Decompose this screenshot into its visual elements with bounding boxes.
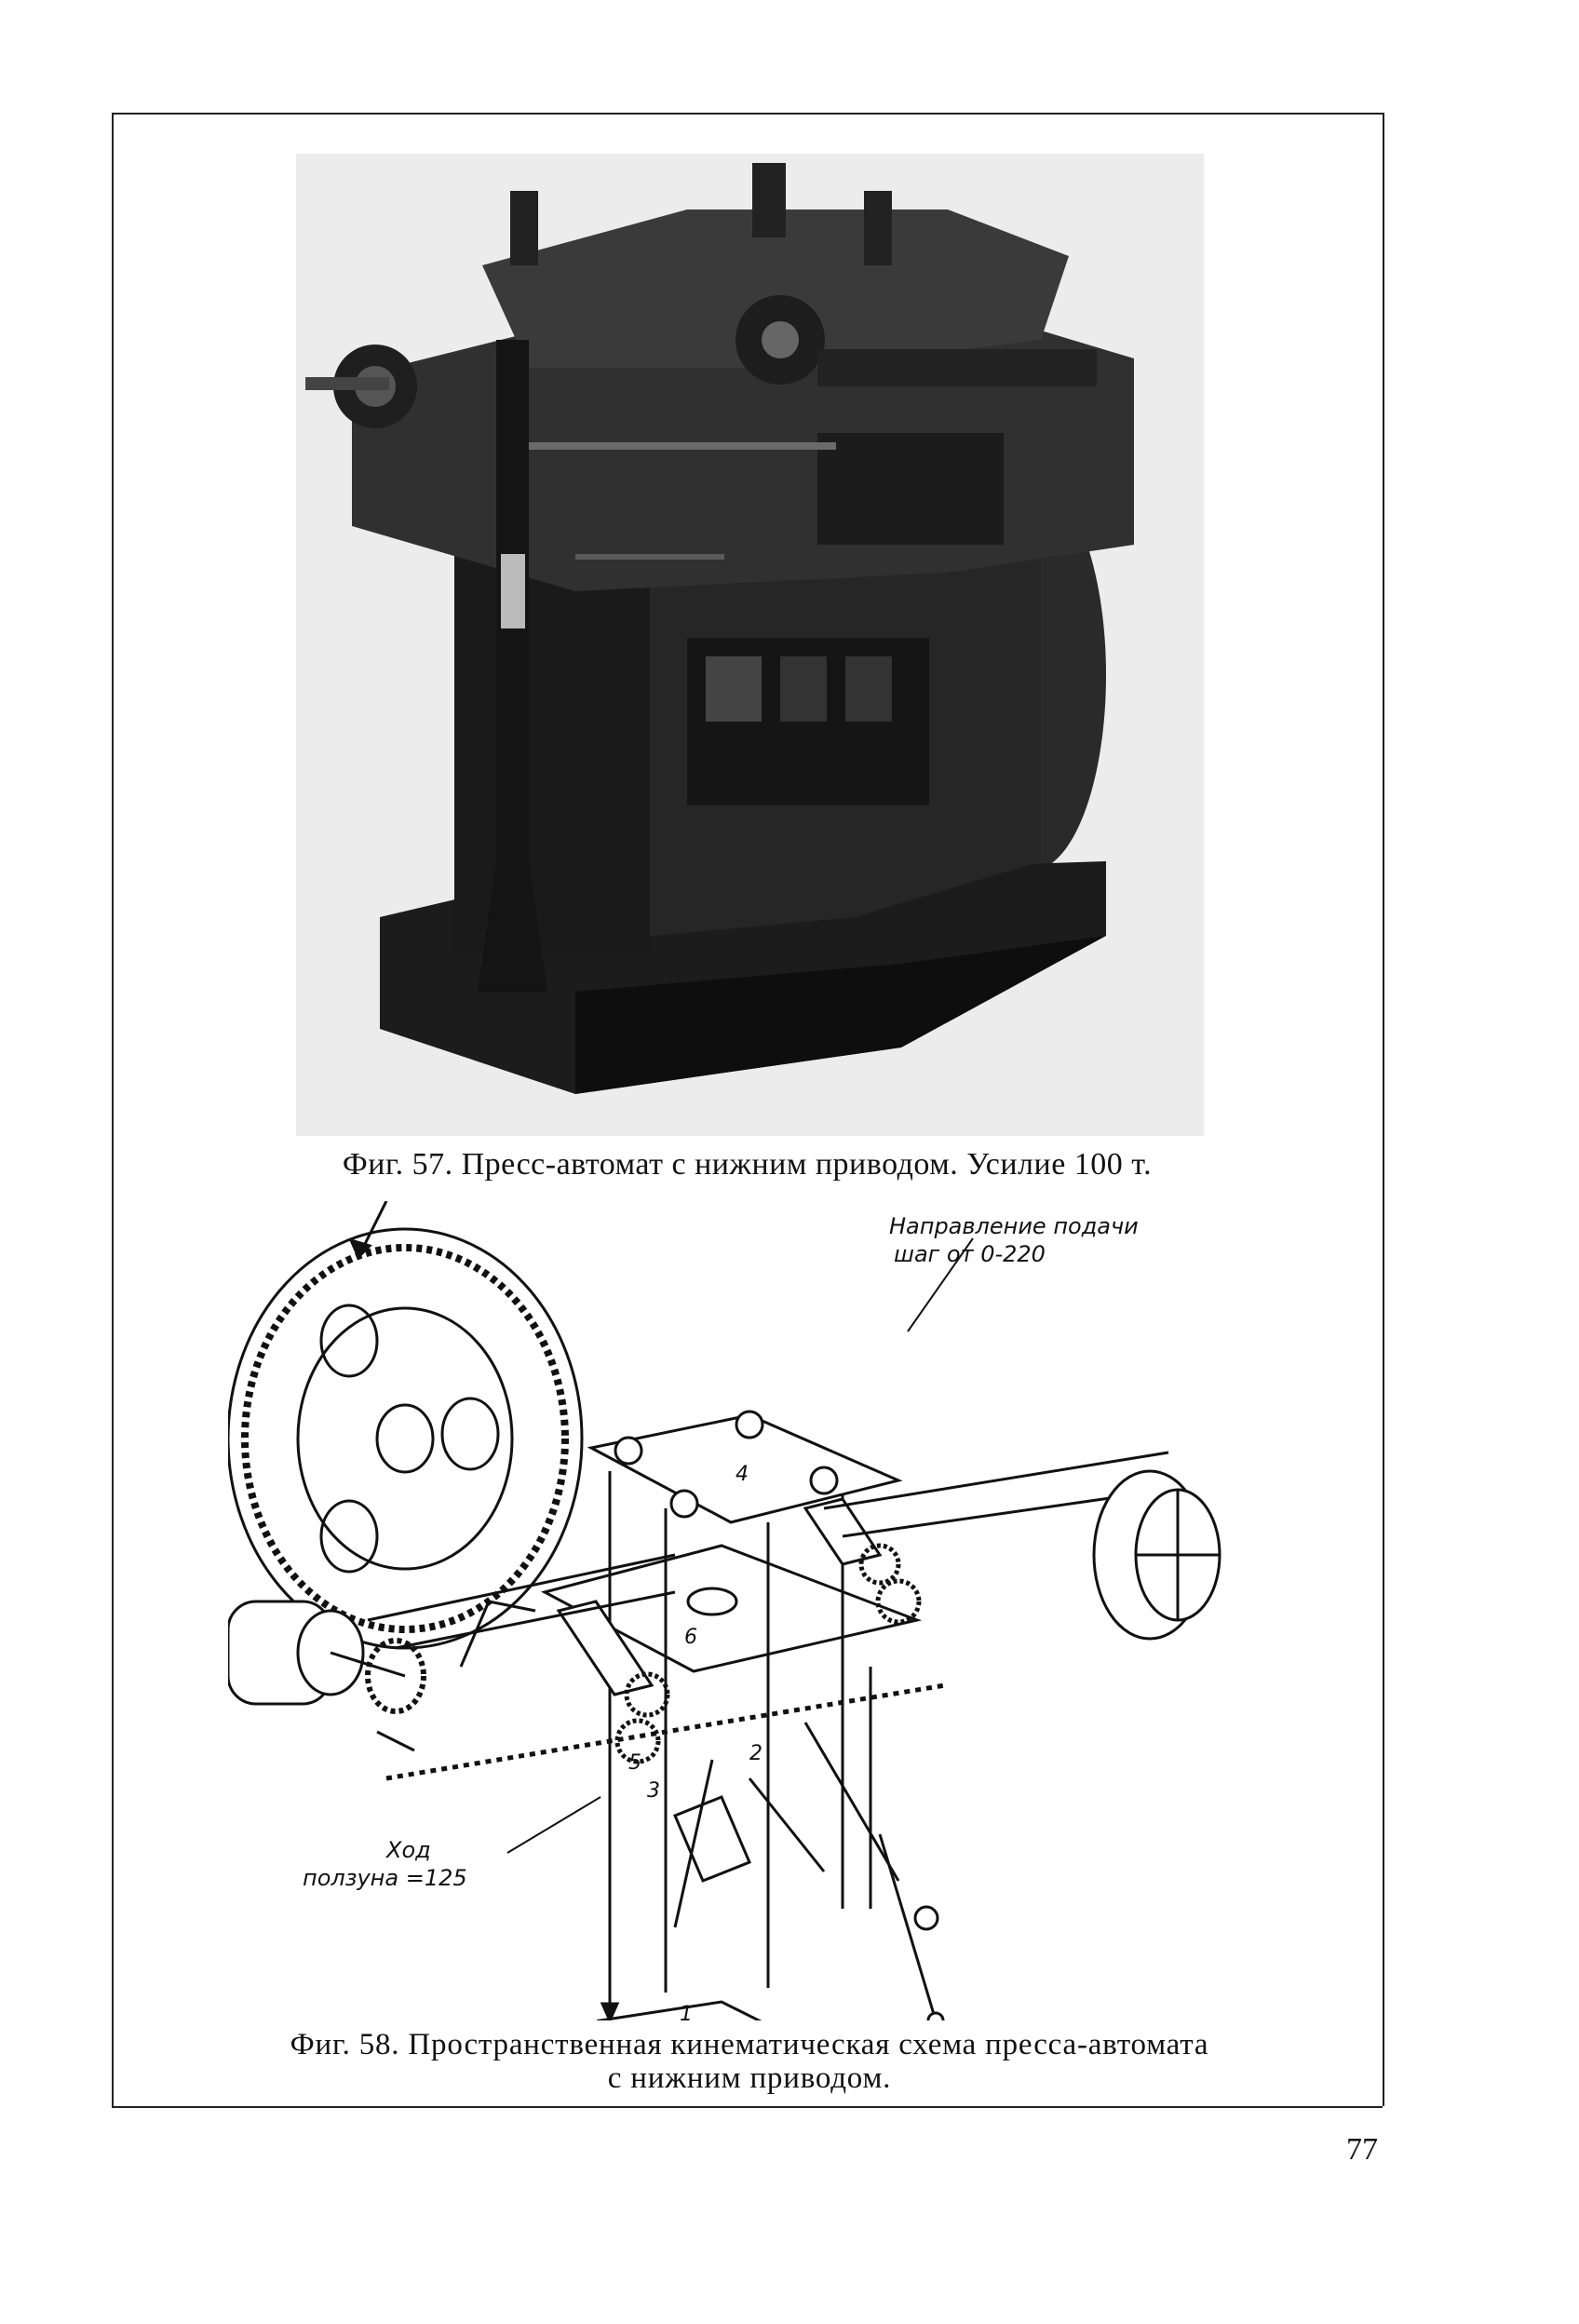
frame-top-border [112,113,1383,115]
feed-label-line1: Направление подачи [889,1213,1139,1239]
press-photograph [296,154,1204,1136]
stroke-label-line1: Ход [385,1837,431,1863]
part-label-5: 5 [628,1751,641,1775]
frame-right-border [1383,113,1384,2106]
part-label-2: 2 [749,1742,763,1765]
figure-58-caption-line2: с нижним приводом. [607,2061,892,2095]
part-label-3: 3 [647,1779,660,1803]
figure-57-caption: Фиг. 57. Пресс-автомат с нижним приводом… [342,1147,1153,1182]
feed-label-line2: шаг от 0-220 [894,1241,1046,1267]
part-label-4: 4 [736,1463,749,1486]
part-label-1: 1 [680,2003,693,2020]
figure-58-caption-line1: Фиг. 58. Пространственная кинематическая… [290,2028,1209,2061]
figure-58-caption: Фиг. 58. Пространственная кинематическая… [186,2028,1313,2095]
frame-bottom-border [112,2106,1383,2108]
stroke-label-line2: ползуна =125 [303,1865,467,1891]
page-number: 77 [1346,2132,1378,2167]
kinematic-scheme-diagram: Направление подачи шаг от 0-220 Ход полз… [228,1201,1280,2020]
frame-left-border [112,113,114,2106]
part-label-6: 6 [684,1626,697,1649]
